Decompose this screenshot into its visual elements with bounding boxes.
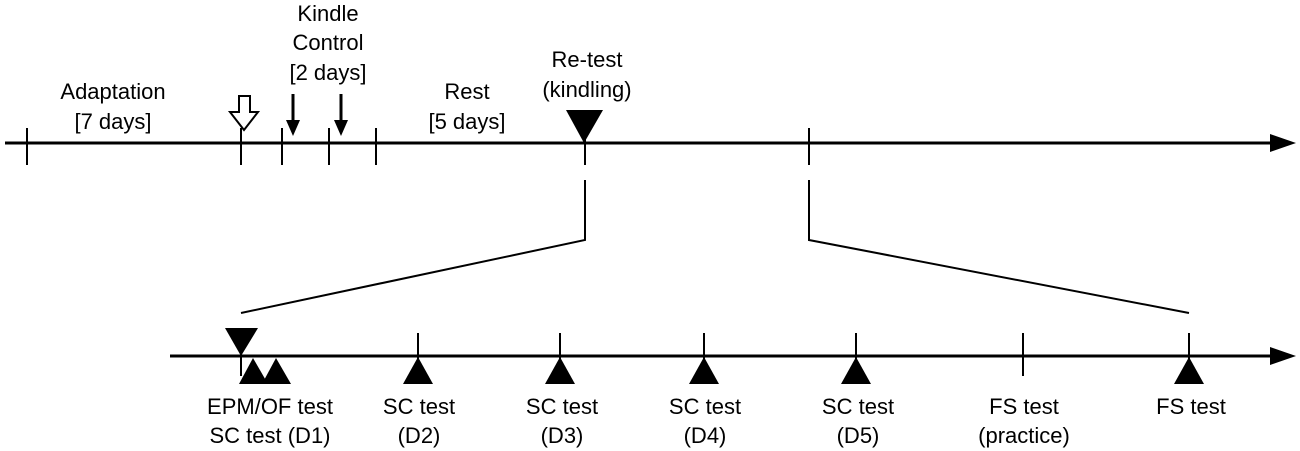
label-d5-line1: SC test	[822, 394, 894, 419]
label-kindle: Kindle	[297, 1, 358, 26]
label-d2-line2: (D2)	[398, 423, 441, 448]
label-fs-test-line1: FS test	[1156, 394, 1226, 419]
test-triangle-icon	[841, 357, 871, 384]
zoom-line-left	[240, 180, 586, 314]
label-d3-line1: SC test	[526, 394, 598, 419]
label-retest: Re-test	[552, 47, 623, 72]
test-markers	[239, 357, 1204, 384]
label-d4-line1: SC test	[669, 394, 741, 419]
label-d2-line1: SC test	[383, 394, 455, 419]
label-rest: Rest	[444, 79, 489, 104]
label-fs-practice-line2: (practice)	[978, 423, 1070, 448]
test-triangle-icon	[545, 357, 575, 384]
label-fs-practice-line1: FS test	[989, 394, 1059, 419]
test-triangle-icon	[689, 357, 719, 384]
down-arrow-head-icon	[286, 120, 300, 136]
open-arrow-icon	[227, 95, 261, 132]
retest-triangle-icon	[225, 328, 258, 356]
label-adaptation: Adaptation	[60, 79, 165, 104]
kindle-arrows	[286, 94, 348, 136]
zoom-line-right	[808, 180, 1190, 314]
label-d1-line1: EPM/OF test	[207, 394, 333, 419]
label-retest-sub: (kindling)	[542, 77, 631, 102]
retest-triangle-icon	[566, 110, 603, 143]
label-control: Control	[293, 30, 364, 55]
label-rest-days: [5 days]	[428, 109, 505, 134]
bottom-axis-arrowhead	[1270, 347, 1296, 365]
test-triangle-icon	[403, 357, 433, 384]
down-arrow-head-icon	[334, 120, 348, 136]
zoom-connector	[240, 180, 1190, 314]
label-d1-line2: SC test (D1)	[209, 423, 330, 448]
label-adaptation-days: [7 days]	[74, 109, 151, 134]
top-axis-arrowhead	[1270, 134, 1296, 152]
label-control-days: [2 days]	[289, 60, 366, 85]
bottom-labels: EPM/OF test SC test (D1) SC test (D2) SC…	[207, 394, 1226, 448]
label-d3-line2: (D3)	[541, 423, 584, 448]
test-triangle-icon	[1174, 357, 1204, 384]
label-d4-line2: (D4)	[684, 423, 727, 448]
label-d5-line2: (D5)	[837, 423, 880, 448]
test-triangle-icon	[239, 358, 268, 384]
test-triangle-icon	[262, 358, 291, 384]
